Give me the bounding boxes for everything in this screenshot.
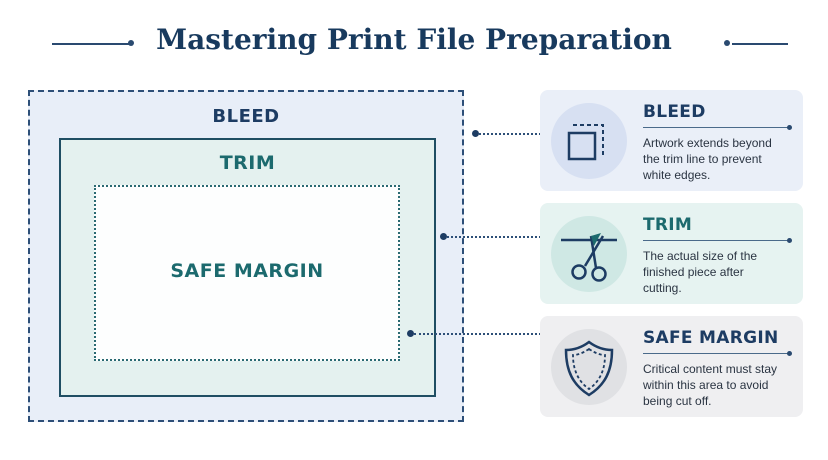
safe-connector-anchor: [407, 330, 414, 337]
bleed-area-label: BLEED: [212, 106, 280, 127]
bleed-card-description: Artwork extends beyond the trim line to …: [643, 136, 772, 182]
bleed-connector: [479, 133, 541, 135]
trim-card-description: The actual size of the finished piece af…: [643, 249, 758, 295]
safe-margin-card-description: Critical content must stay within this a…: [643, 362, 778, 408]
trim-card-title: TRIM: [643, 215, 693, 235]
safe-margin-card-rule: [643, 353, 789, 354]
title-rule-right: [732, 43, 788, 45]
bleed-card-title: BLEED: [643, 102, 706, 122]
trim-connector-anchor: [440, 233, 447, 240]
safe-margin-card-rule-dot: [787, 351, 792, 356]
bleed-square-icon: [567, 124, 604, 161]
trim-card-rule: [643, 240, 789, 241]
safe-connector: [414, 333, 541, 335]
trim-icon-circle: [551, 216, 627, 292]
safe-margin-area: [94, 185, 400, 361]
title-rule-left: [52, 43, 130, 45]
bleed-card-rule-dot: [787, 125, 792, 130]
trim-connector: [447, 236, 541, 238]
shield-icon: [564, 340, 614, 397]
title-rule-dot-left: [128, 40, 134, 46]
trim-card: TRIM The actual size of the finished pie…: [540, 203, 803, 304]
trim-card-rule-dot: [787, 238, 792, 243]
safe-margin-card: SAFE MARGIN Critical content must stay w…: [540, 316, 803, 417]
bleed-card-rule: [643, 127, 789, 128]
page-title: Mastering Print File Preparation: [156, 23, 672, 56]
title-rule-dot-right: [724, 40, 730, 46]
bleed-icon-circle: [551, 103, 627, 179]
safe-margin-area-label: SAFE MARGIN: [170, 260, 324, 282]
bleed-card: BLEED Artwork extends beyond the trim li…: [540, 90, 803, 191]
header: Mastering Print File Preparation: [0, 18, 828, 62]
trim-area-label: TRIM: [219, 152, 276, 174]
scissors-icon: [561, 233, 617, 282]
safe-margin-icon-circle: [551, 329, 627, 405]
safe-margin-card-title: SAFE MARGIN: [643, 328, 779, 348]
bleed-connector-anchor: [472, 130, 479, 137]
